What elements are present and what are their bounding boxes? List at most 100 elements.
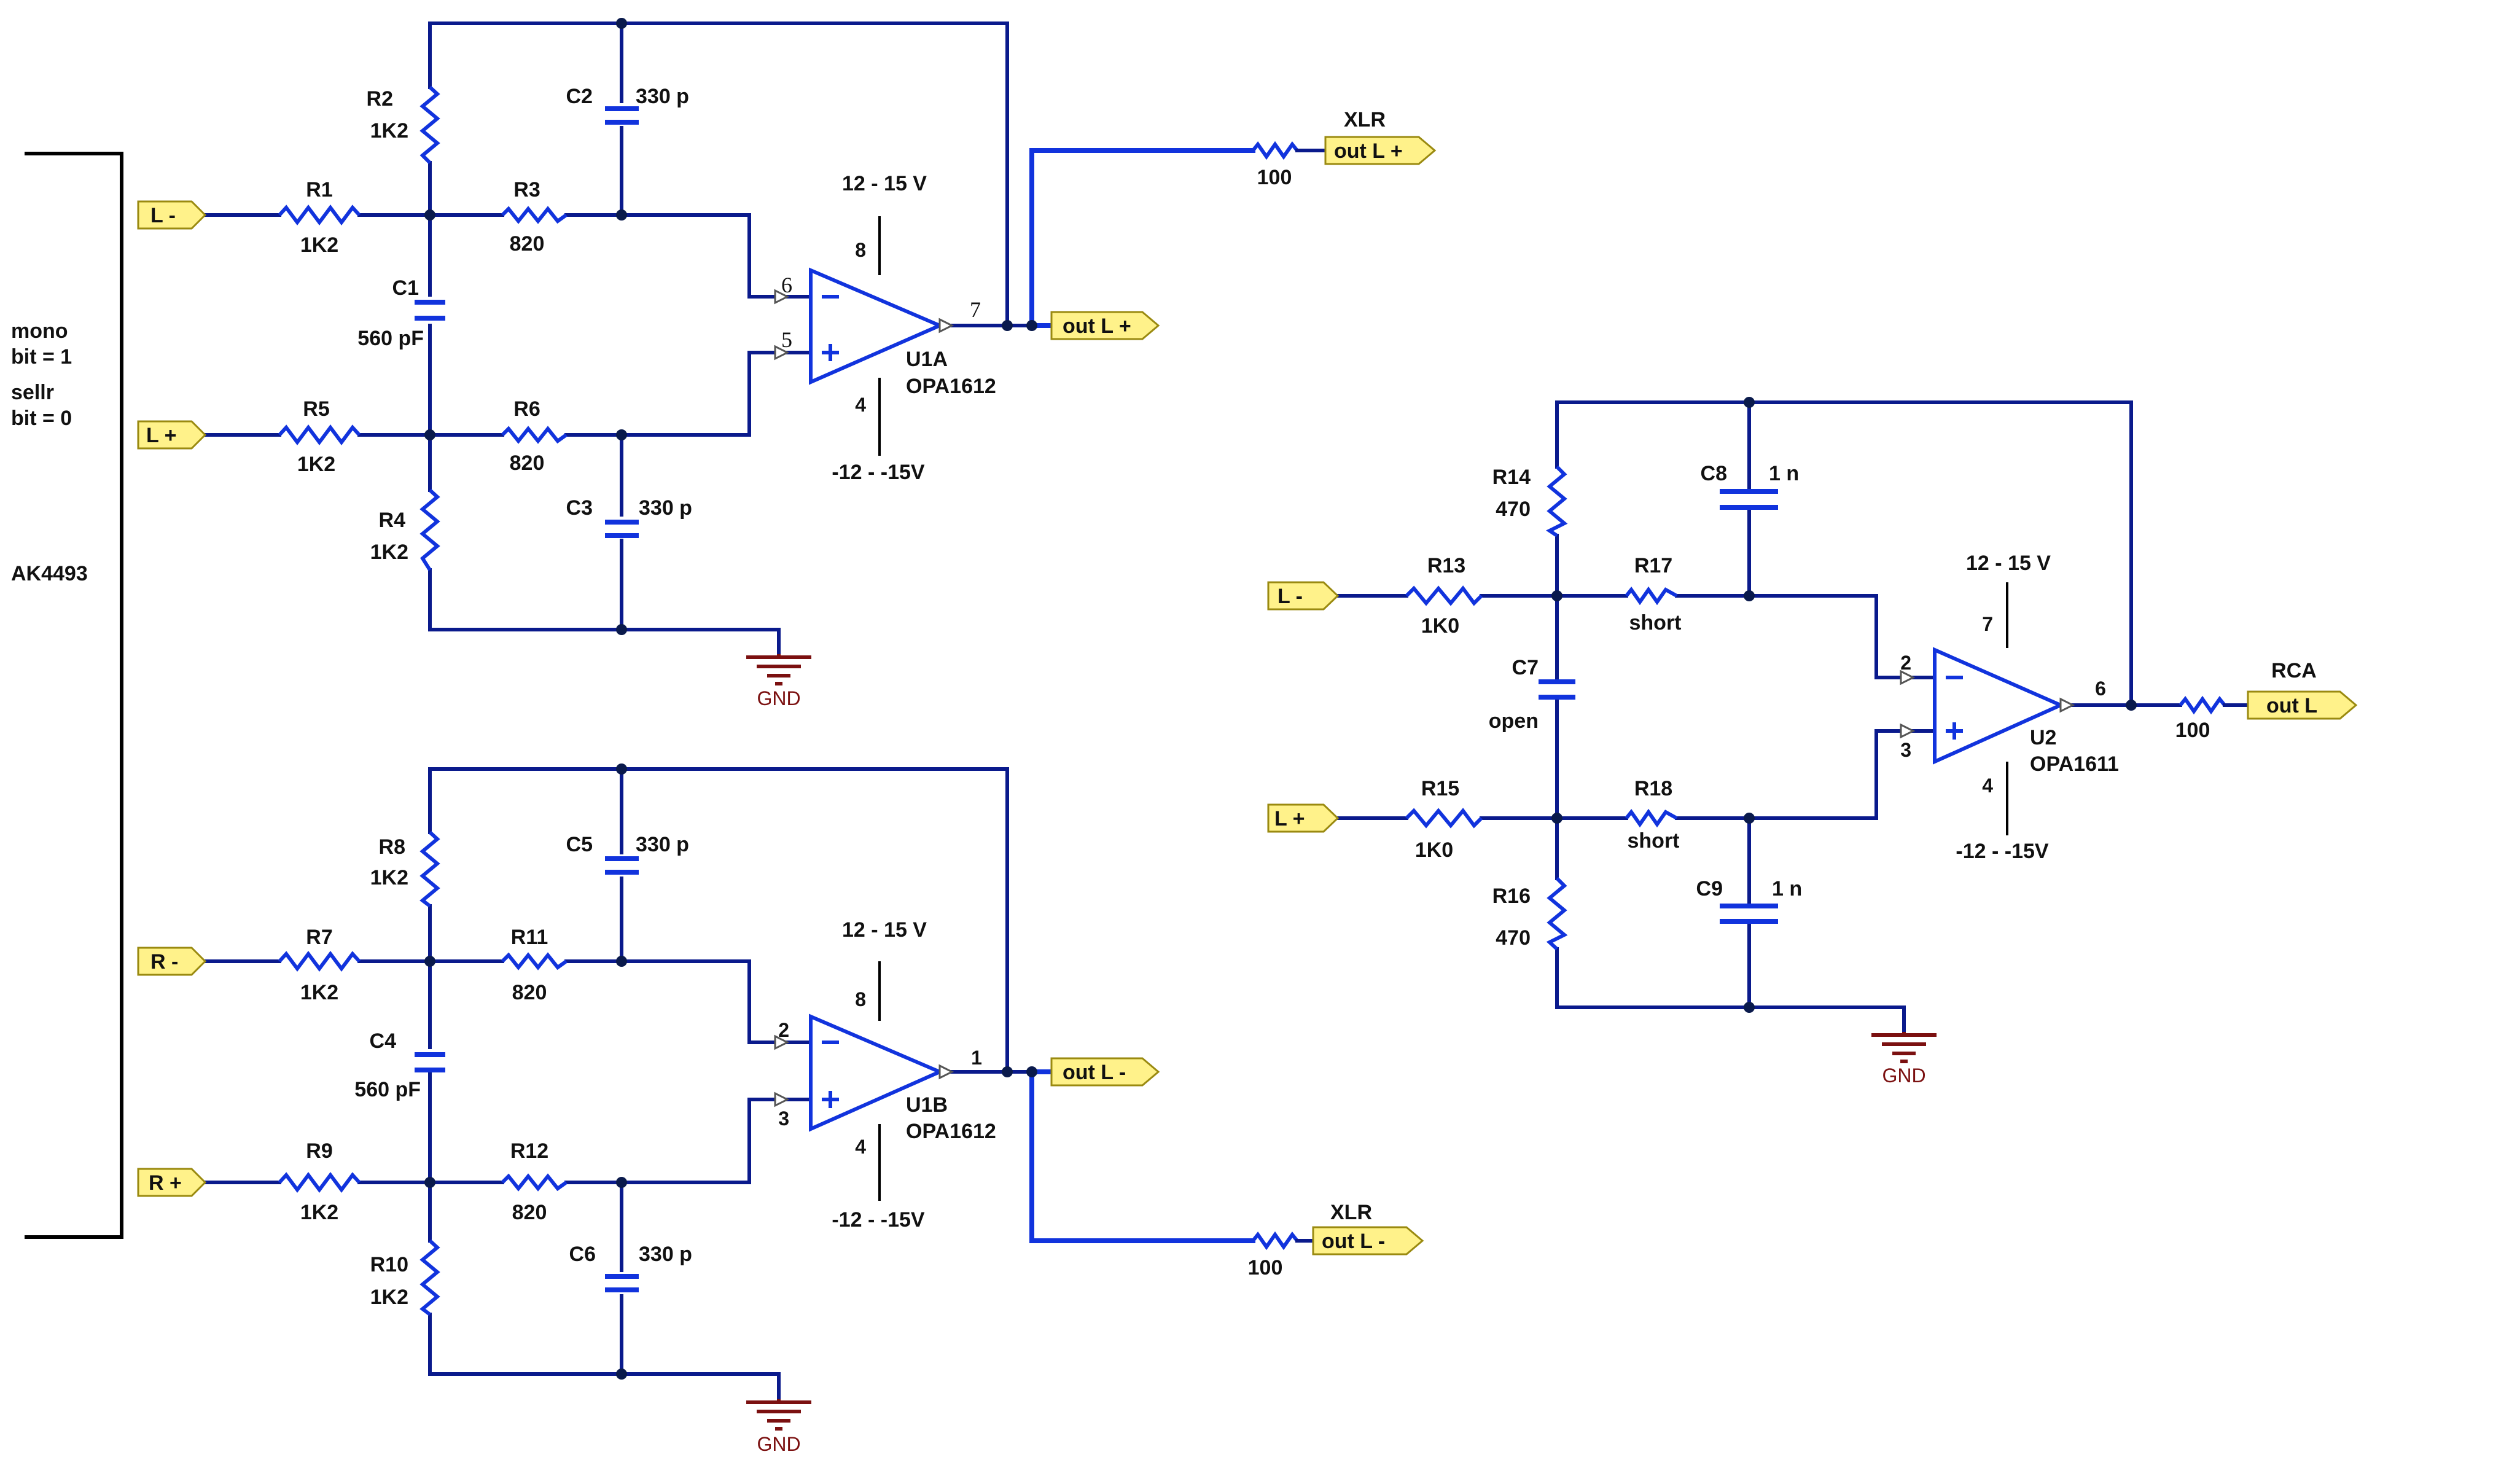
port-right-in-plus: R + <box>137 1168 207 1197</box>
label-c1-value: 560 pF <box>357 327 424 350</box>
label-c3-ref: C3 <box>566 496 593 520</box>
label-c2-ref: C2 <box>566 85 593 108</box>
svg-text:out L -: out L - <box>1322 1230 1385 1253</box>
ground-symbol-3: GND <box>1871 1032 1937 1087</box>
label-r16-value: 470 <box>1496 926 1531 950</box>
label-r11-value: 820 <box>512 981 547 1004</box>
mode-line-1: mono <box>11 319 68 343</box>
resistor-r4 <box>419 488 440 571</box>
port-xlr-plus: out L + <box>1324 136 1437 165</box>
port-right-in-minus: R - <box>137 947 207 976</box>
u2-ref: U2 <box>2030 726 2056 749</box>
resistor-r12 <box>501 1173 568 1192</box>
label-r15-ref: R15 <box>1421 777 1459 800</box>
capacitor-c4 <box>415 1052 445 1072</box>
label-r9-ref: R9 <box>306 1139 332 1163</box>
mode-line-2: bit = 1 <box>11 345 72 369</box>
svg-text:GND: GND <box>757 687 800 709</box>
u1a-pin-inv: 6 <box>781 273 792 297</box>
capacitor-c2 <box>605 106 639 125</box>
capacitor-c5 <box>605 856 639 875</box>
resistor-out-plus <box>1251 141 1299 160</box>
svg-text:out L +: out L + <box>1334 139 1403 163</box>
u2-pin-vn: 4 <box>1982 775 1993 797</box>
label-c9-value: 1 n <box>1772 877 1802 900</box>
resistor-r10 <box>419 1239 440 1316</box>
label-r4-ref: R4 <box>379 509 406 532</box>
u1b-pin-out: 1 <box>971 1047 982 1069</box>
svg-text:R +: R + <box>149 1171 182 1195</box>
label-r2-ref: R2 <box>367 87 393 111</box>
opamp-u2-plus <box>1946 722 1963 740</box>
resistor-r17 <box>1625 586 1678 606</box>
u2-vneg: -12 - -15V <box>1956 840 2048 863</box>
capacitor-c3 <box>605 520 639 538</box>
port-u1a-out: out L + <box>1050 311 1160 340</box>
resistor-r7 <box>278 951 361 972</box>
label-c9-ref: C9 <box>1696 877 1723 900</box>
label-c5-ref: C5 <box>566 833 593 856</box>
capacitor-c6 <box>605 1274 639 1292</box>
capacitor-c7 <box>1539 679 1575 700</box>
label-r8-ref: R8 <box>379 835 405 859</box>
u2-pin-vp: 7 <box>1982 613 1993 635</box>
u1a-pin-noninv: 5 <box>781 327 792 352</box>
label-r7-value: 1K2 <box>300 981 338 1004</box>
dac-chip-block: mono bit = 1 sellr bit = 0 AK4493 <box>11 152 123 1239</box>
label-r1-ref: R1 <box>306 178 332 201</box>
svg-text:L +: L + <box>1274 807 1305 830</box>
u1a-pin-vn: 4 <box>855 394 866 416</box>
label-c4-ref: C4 <box>370 1029 397 1053</box>
opamp-u1b <box>747 1013 954 1132</box>
resistor-r1 <box>278 205 361 225</box>
resistor-r14 <box>1546 465 1568 537</box>
resistor-r16 <box>1546 877 1568 951</box>
svg-text:GND: GND <box>757 1433 800 1455</box>
label-c5-value: 330 p <box>636 833 689 856</box>
label-c8-ref: C8 <box>1701 462 1727 485</box>
stage-u2: GND R14 470 R13 1K0 R17 short C8 1 n C7 … <box>1337 397 2317 1087</box>
u1b-pin-inv: 2 <box>778 1019 789 1041</box>
svg-text:out L -: out L - <box>1063 1061 1126 1084</box>
label-r12-value: 820 <box>512 1201 547 1224</box>
label-r6-value: 820 <box>510 451 545 475</box>
capacitor-c8 <box>1720 489 1778 510</box>
label-r12-ref: R12 <box>510 1139 548 1163</box>
label-c8-value: 1 n <box>1769 462 1799 485</box>
label-r14-value: 470 <box>1496 498 1531 521</box>
resistor-r18 <box>1625 808 1678 828</box>
label-r5-value: 1K2 <box>297 453 335 476</box>
u2-vpos: 12 - 15 V <box>1966 552 2051 575</box>
resistor-rca-out <box>2179 695 2226 715</box>
u1a-part: OPA1612 <box>906 375 996 398</box>
opamp-u2 <box>1874 647 2075 765</box>
resistor-r6 <box>501 426 568 444</box>
resistor-r15 <box>1405 808 1483 829</box>
svg-text:out L +: out L + <box>1063 314 1131 338</box>
label-r5-ref: R5 <box>303 397 329 421</box>
label-c3-value: 330 p <box>639 496 692 520</box>
u2-pin-noninv: 3 <box>1900 739 1911 761</box>
port-left-in-plus: L + <box>137 420 207 450</box>
port-rca-in-minus: L - <box>1267 581 1340 611</box>
u1a-pin-out: 7 <box>970 297 981 322</box>
port-xlr-minus: out L - <box>1312 1226 1424 1255</box>
label-r18-ref: R18 <box>1634 777 1672 800</box>
label-r10-ref: R10 <box>370 1253 408 1276</box>
stage-u1b: GND R8 1K2 R7 1K2 R11 820 C5 330 p C4 56… <box>201 763 1372 1455</box>
svg-text:R -: R - <box>150 950 178 974</box>
svg-text:L -: L - <box>150 204 176 227</box>
label-r16-ref: R16 <box>1492 884 1531 908</box>
label-r1-value: 1K2 <box>300 233 338 257</box>
label-r8-value: 1K2 <box>370 866 408 889</box>
label-c7-value: open <box>1489 709 1539 733</box>
u2-pin-out: 6 <box>2095 677 2106 700</box>
svg-text:L -: L - <box>1278 585 1303 608</box>
label-r3-ref: R3 <box>513 178 540 201</box>
port-rca-out: out L <box>2247 690 2358 720</box>
mode-line-4: bit = 0 <box>11 407 72 430</box>
u2-part: OPA1611 <box>2030 752 2119 776</box>
capacitor-c9 <box>1720 904 1778 924</box>
label-c6-value: 330 p <box>639 1243 692 1266</box>
